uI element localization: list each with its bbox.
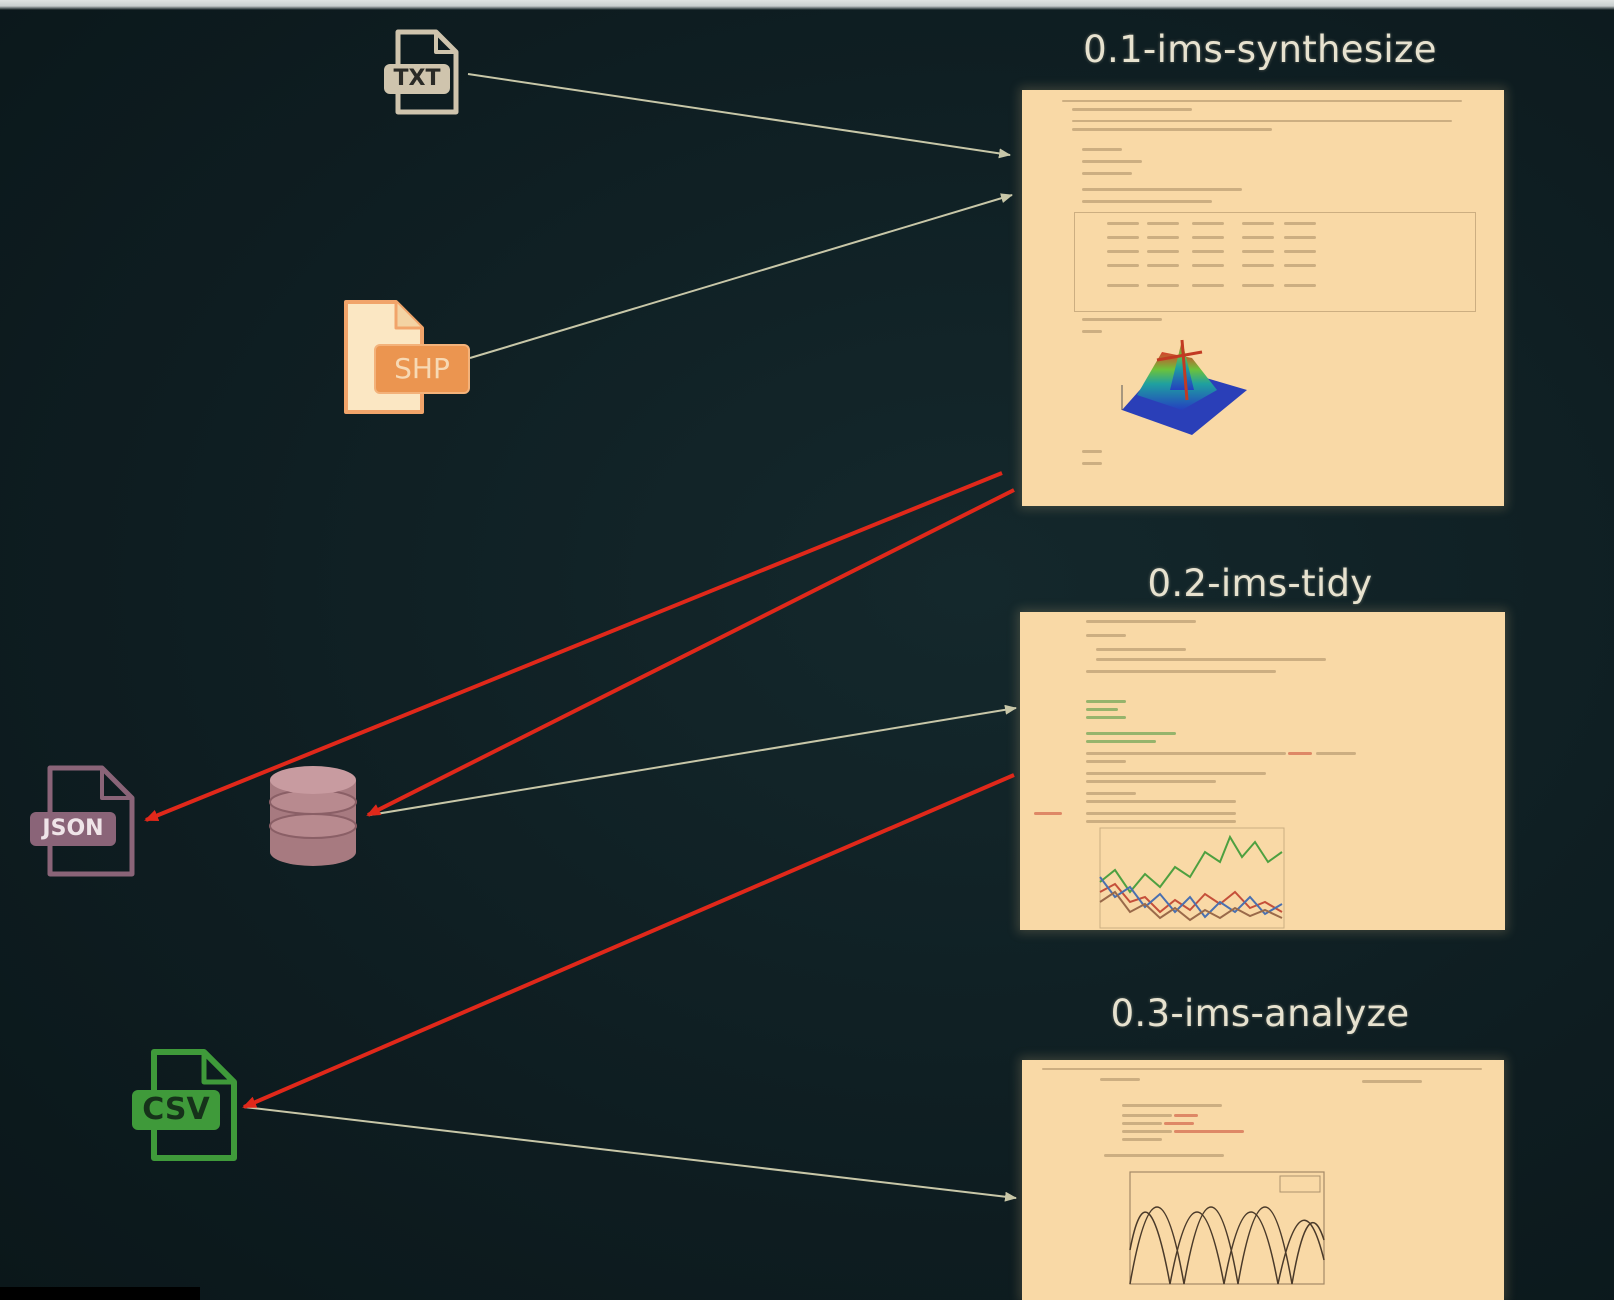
arrow-csv-to-analyze bbox=[243, 1106, 1017, 1202]
synthesize-title: 0.1-ims-synthesize bbox=[1083, 28, 1437, 71]
tidy-title: 0.2-ims-tidy bbox=[1147, 562, 1373, 605]
arrow-synthesize-to-database bbox=[366, 488, 1015, 817]
csv-label: CSV bbox=[132, 1090, 220, 1130]
synthesize-notebook-screenshot bbox=[1022, 90, 1504, 506]
json-label: JSON bbox=[30, 812, 116, 846]
arrow-synthesize-to-json bbox=[144, 471, 1003, 822]
shp-file-icon: SHP bbox=[342, 298, 470, 414]
bottom-edge bbox=[0, 1287, 200, 1300]
analyze-notebook-screenshot bbox=[1022, 1060, 1504, 1300]
txt-label: TXT bbox=[384, 64, 450, 94]
json-file-icon: JSON bbox=[30, 764, 140, 880]
time-series-plot bbox=[1099, 827, 1285, 929]
database-icon bbox=[268, 764, 358, 868]
tidy-notebook-screenshot bbox=[1020, 612, 1505, 930]
data-table bbox=[1074, 212, 1476, 312]
arrow-shp-to-synthesize bbox=[469, 193, 1013, 359]
surface-plot-3d bbox=[1121, 339, 1247, 435]
analyze-title: 0.3-ims-analyze bbox=[1110, 992, 1410, 1035]
csv-file-icon: CSV bbox=[130, 1048, 240, 1164]
arrow-tidy-to-csv bbox=[242, 773, 1015, 1109]
arrow-txt-to-synthesize bbox=[467, 73, 1011, 159]
oscillation-plot bbox=[1129, 1171, 1325, 1285]
top-edge bbox=[0, 0, 1614, 10]
arrow-database-to-tidy bbox=[369, 704, 1017, 816]
shp-label: SHP bbox=[374, 344, 470, 394]
txt-file-icon: TXT bbox=[384, 28, 470, 118]
